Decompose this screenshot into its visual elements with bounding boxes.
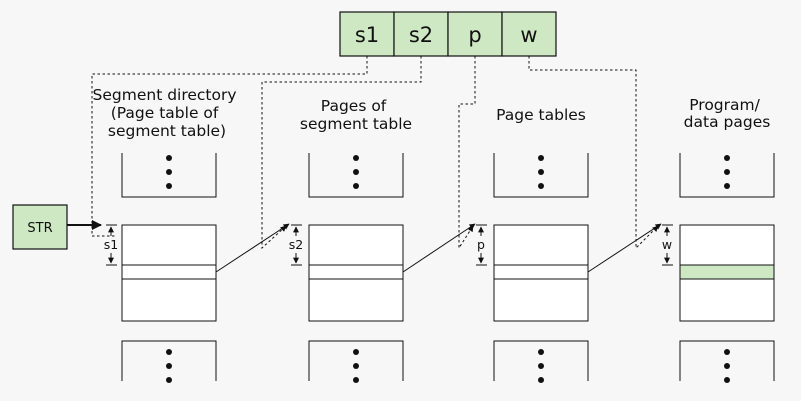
route-s2 — [261, 56, 422, 250]
ellipsis-dot — [538, 363, 544, 369]
table-block — [493, 224, 589, 322]
offset-label-s2: s2 — [289, 237, 303, 252]
ellipsis-dot — [538, 183, 544, 189]
ellipsis-dot — [353, 349, 359, 355]
table-upper-stub — [679, 153, 775, 198]
ellipsis-dot — [166, 377, 172, 383]
ellipsis-dot — [724, 183, 730, 189]
ellipsis-dot — [353, 183, 359, 189]
header-page-tables: Page tables — [496, 106, 586, 124]
column-program-data-pages: w — [662, 153, 775, 383]
ellipsis-dot — [353, 377, 359, 383]
target-word-highlight — [679, 264, 775, 280]
route-w — [528, 56, 659, 250]
table-block — [121, 224, 217, 322]
table-lower-stub — [308, 340, 404, 381]
ellipsis-dot — [538, 377, 544, 383]
pointer-arrow-1 — [215, 223, 290, 273]
column-segment-directory: s1 — [104, 153, 217, 383]
table-upper-stub — [493, 153, 589, 198]
header-segment-directory: Segment directory (Page table of segment… — [93, 86, 242, 140]
table-upper-stub — [308, 153, 404, 198]
ellipsis-dot — [724, 349, 730, 355]
ellipsis-dot — [166, 363, 172, 369]
address-field-w — [501, 11, 557, 57]
routing-lines — [91, 56, 659, 250]
offset-label-s1: s1 — [104, 237, 118, 252]
ellipsis-dot — [166, 183, 172, 189]
virtual-address: s1 s2 p w — [339, 11, 557, 57]
ellipsis-dot — [724, 363, 730, 369]
table-lower-stub — [493, 340, 589, 381]
ellipsis-dot — [353, 169, 359, 175]
column-pages-of-segment-table: s2 — [289, 153, 404, 383]
pointer-arrows — [215, 223, 662, 273]
address-field-s2 — [393, 11, 449, 57]
str-box — [12, 204, 68, 250]
pointer-arrow-2 — [402, 223, 476, 273]
address-field-label-w: w — [520, 23, 537, 47]
table-block — [308, 224, 404, 322]
column-page-tables: p — [476, 153, 589, 383]
address-field-label-s2: s2 — [409, 23, 433, 47]
table-lower-stub — [679, 340, 775, 381]
ellipsis-dot — [353, 155, 359, 161]
address-field-s1 — [339, 11, 395, 57]
route-p — [458, 56, 476, 250]
header-pages-of-segment-table: Pages of segment table — [300, 97, 412, 133]
ellipsis-dot — [724, 377, 730, 383]
ellipsis-dot — [353, 363, 359, 369]
ellipsis-dot — [166, 349, 172, 355]
ellipsis-dot — [166, 155, 172, 161]
offset-label-w: w — [662, 237, 672, 252]
ellipsis-dot — [538, 349, 544, 355]
header-program-data-pages: Program/ data pages — [684, 96, 771, 131]
route-s1 — [91, 56, 368, 237]
address-field-label-p: p — [468, 23, 481, 47]
pointer-arrow-3 — [587, 223, 662, 273]
table-lower-stub — [121, 340, 217, 381]
ellipsis-dot — [724, 155, 730, 161]
str-label: STR — [27, 221, 52, 236]
str-register: STR — [12, 204, 102, 250]
table-upper-stub — [121, 153, 217, 198]
offset-label-p: p — [477, 237, 485, 252]
ellipsis-dot — [538, 155, 544, 161]
address-field-label-s1: s1 — [355, 23, 379, 47]
ellipsis-dot — [724, 169, 730, 175]
ellipsis-dot — [538, 169, 544, 175]
ellipsis-dot — [166, 169, 172, 175]
